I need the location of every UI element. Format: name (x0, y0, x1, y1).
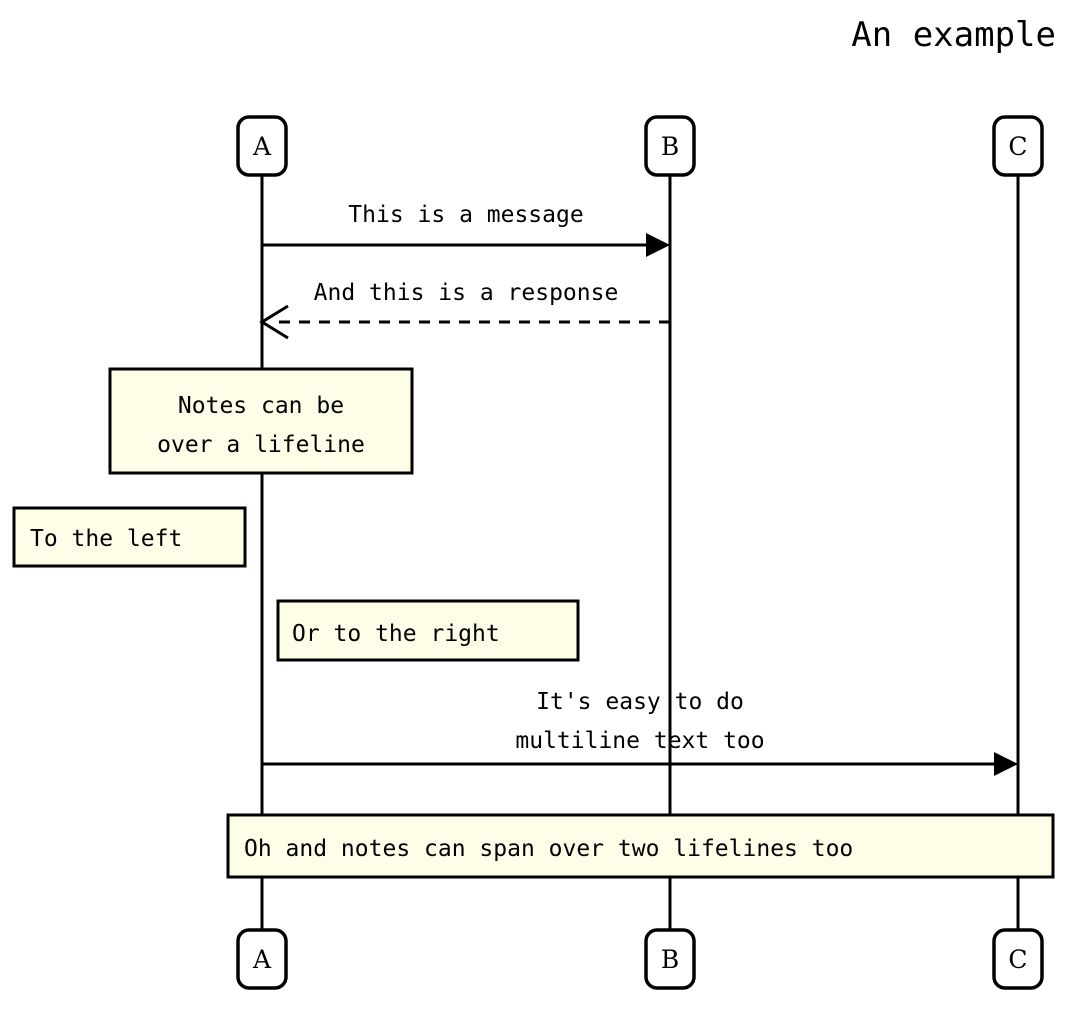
note-span-two-lifelines-box[interactable] (226, 813, 1055, 879)
note-over-lifeline-line-2: over a lifeline (157, 432, 365, 458)
actor-top-b-label: B (661, 132, 679, 161)
note-over-lifeline[interactable]: Notes can be over a lifeline (108, 367, 414, 475)
actor-bottom-b-box[interactable] (644, 928, 696, 990)
note-to-the-left-label: To the left (30, 526, 182, 552)
message-2-label: And this is a response (314, 280, 619, 306)
actor-bottom-c[interactable]: C (992, 928, 1044, 990)
note-or-to-the-right-label: Or to the right (292, 621, 500, 647)
actor-bottom-a-label: A (252, 945, 272, 974)
diagram-title: An example (851, 15, 1056, 55)
note-to-the-left[interactable]: To the left (12, 506, 247, 568)
actor-bottom-b[interactable]: B (644, 928, 696, 990)
note-over-lifeline-line-1: Notes can be (178, 393, 344, 419)
note-over-lifeline-box[interactable] (108, 367, 414, 475)
actor-top-c-label: C (1008, 132, 1027, 161)
note-to-the-left-box[interactable] (12, 506, 247, 568)
message-3-label-line-2: multiline text too (515, 728, 764, 754)
message-3-arrowhead-icon (994, 752, 1018, 776)
note-span-two-lifelines[interactable]: Oh and notes can span over two lifelines… (226, 813, 1055, 879)
actor-top-c[interactable]: C (992, 115, 1044, 177)
note-or-to-the-right[interactable]: Or to the right (276, 599, 580, 662)
note-span-two-lifelines-label: Oh and notes can span over two lifelines… (244, 836, 853, 862)
actor-top-b[interactable]: B (644, 115, 696, 177)
message-and-this-is-a-response[interactable]: And this is a response (259, 280, 670, 340)
message-1-label: This is a message (348, 202, 583, 228)
actor-bottom-a-box[interactable] (236, 928, 288, 990)
actor-bottom-c-label: C (1008, 945, 1027, 974)
actor-top-a-label: A (252, 132, 272, 161)
actor-bottom-a[interactable]: A (236, 928, 288, 990)
message-this-is-a-message[interactable]: This is a message (262, 202, 670, 257)
actor-top-b-box[interactable] (644, 115, 696, 177)
actor-top-a[interactable]: A (236, 115, 288, 177)
message-2-arrowhead-icon (259, 304, 289, 340)
message-1-arrowhead-icon (646, 233, 670, 257)
message-3-label-line-1: It's easy to do (536, 689, 744, 715)
actor-top-a-box[interactable] (236, 115, 288, 177)
message-multiline[interactable]: It's easy to do multiline text too (262, 689, 1018, 776)
note-or-to-the-right-box[interactable] (276, 599, 580, 662)
actor-bottom-c-box[interactable] (992, 928, 1044, 990)
actor-top-c-box[interactable] (992, 115, 1044, 177)
actor-bottom-b-label: B (661, 945, 679, 974)
